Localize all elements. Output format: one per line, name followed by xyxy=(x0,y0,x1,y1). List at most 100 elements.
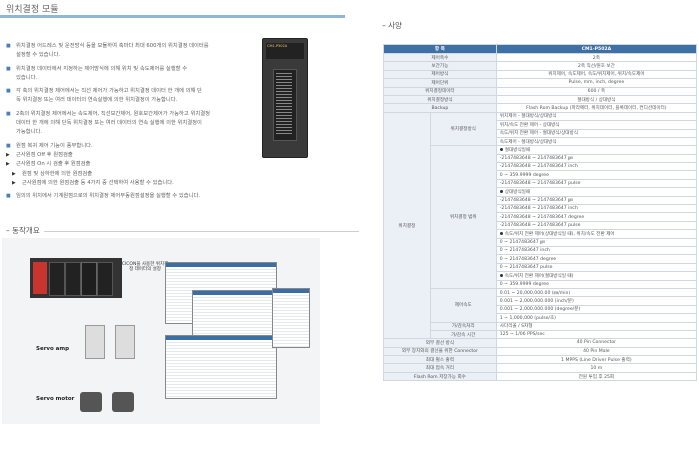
spec-key: 외부 결선 방식 xyxy=(383,338,497,348)
module-pins xyxy=(276,73,292,135)
feature-item: 근사원점에 의한 원점검출 등 4가지 중 선택하여 사용할 수 있습니다. xyxy=(6,179,276,189)
spec-value: 속도/위치 전환 제어 - 절대방식/상대방식 xyxy=(495,128,698,138)
spec-value: 1 MPPS (Line Driver Pulse 출력) xyxy=(495,355,698,365)
spec-key: 제어단위 xyxy=(383,78,497,88)
spec-value: 0 ~ 2147483647 inch xyxy=(495,245,698,256)
spec-value: 위치제어, 속도제어, 속도/위치제어, 위치/속도제어 xyxy=(495,69,698,80)
feature-item: 데이터 한 개에 의해 단독 위치결정 또는 여러 데이터의 연속 실행에 의한… xyxy=(16,120,202,127)
spec-value: 절대방식 / 상대방식 xyxy=(495,94,698,105)
spec-value: 0 ~ 359.9999 degree xyxy=(495,279,698,289)
spec-subkey: 제어속도 xyxy=(429,287,497,323)
spec-value: -2147483648 ~ 2147483647 ㎛ xyxy=(495,153,698,164)
feature-list: 위치결정 어드레스 및 운전방식 등을 모듈하여 축마다 최대 600개의 위치… xyxy=(6,42,276,202)
spec-subheading: 상대방식일때 xyxy=(495,187,698,197)
spec-subheading: 속도/위치 전환 제어(절대방식일 때) xyxy=(495,271,698,281)
spec-value: 40 Pin Male xyxy=(495,346,698,357)
servo-motor-label: Servo motor xyxy=(36,396,75,402)
spec-subkey: 위치결정방식 xyxy=(429,111,497,147)
module-label: CM1-P502A xyxy=(266,43,304,59)
software-window-3 xyxy=(165,335,277,399)
spec-key: 보간기능 xyxy=(383,61,497,71)
spec-value: 10 m xyxy=(495,363,698,373)
spec-subkey: 가/감속 시간 xyxy=(429,329,497,340)
feature-item: 2축의 위치결정 제어에서는 속도제어, 직선보간제어, 원호보간제어가 가능하… xyxy=(6,110,276,120)
page-title: 위치결정 모듈 xyxy=(6,5,59,15)
spec-value: -2147483648 ~ 2147483647 ㎛ xyxy=(495,195,698,206)
spec-key: 제어방식 xyxy=(383,69,497,80)
spec-value: -2147483648 ~ 2147483647 degree xyxy=(495,212,698,222)
spec-subheading: 속도/위치 전환 제어(상대방식일 때), 위치/속도 전환 제어 xyxy=(495,229,698,239)
bullet-dot xyxy=(499,189,503,193)
bullet-dot xyxy=(499,273,503,277)
software-panel xyxy=(272,288,310,348)
spec-value: 0.001 ~ 2,000,000.000 (inch/분) xyxy=(495,296,698,306)
spec-value: 속도제어 - 절대방식/상대방식 xyxy=(495,136,698,147)
feature-item: 위치결정 데이터에서 지정하는 제어방식에 의해 위치 및 속도제어를 실행할 … xyxy=(6,65,276,75)
feature-item: 위치결정 어드레스 및 운전방식 등을 모듈하여 축마다 최대 600개의 위치… xyxy=(6,42,276,52)
spec-value: 0 ~ 359.9999 degree xyxy=(495,170,698,180)
spec-value: 0.01 ~ 20,000,000.00 (㎜/min) xyxy=(495,287,698,298)
spec-key: 외부 장치와의 결선을 위한 Connector xyxy=(383,346,497,357)
spec-value: 전원 투입 후 25회 xyxy=(495,371,698,382)
spec-value: -2147483648 ~ 2147483647 pulse xyxy=(495,220,698,231)
feature-item: 근사원점 On 시 검출 후 원점검출 xyxy=(6,160,276,170)
overview-heading: – 동작개요 xyxy=(6,225,359,236)
spec-value: 40 Pin Connector xyxy=(495,338,698,348)
spec-key: Flash Rom 저장가능 회수 xyxy=(383,371,497,382)
spec-value: 0 ~ 2147483647 pulse xyxy=(495,262,698,273)
spec-key: 최대 접속 거리 xyxy=(383,363,497,373)
servo-motor-1 xyxy=(80,392,102,412)
power-module xyxy=(33,262,47,294)
module-image: CM1-P502A xyxy=(262,38,308,158)
plc-rack xyxy=(30,258,122,298)
spec-value: -2147483648 ~ 2147483647 inch xyxy=(495,204,698,214)
spec-subkey: 위치결정 범위 xyxy=(429,145,497,289)
spec-value: 600 / 축 xyxy=(495,86,698,96)
spec-value: 사다리꼴 / S자형 xyxy=(495,321,698,331)
spec-value: 2축 직선/원호 보간 xyxy=(495,61,698,71)
overview-callout: CICON을 사용한 위치결정 데이터의 설정 xyxy=(121,262,169,272)
spec-value: 0 ~ 2147483647 degree xyxy=(495,254,698,264)
servo-motor-2 xyxy=(112,392,134,412)
feature-item: 독 위치결정 또는 여러 데이터의 연속실행에 의한 위치결정이 가능합니다. xyxy=(16,97,178,104)
spec-group-label: 위치결정 xyxy=(383,111,431,340)
bullet-dot xyxy=(499,147,503,151)
spec-subheading: 절대방식일때 xyxy=(495,145,698,155)
feature-item: 임의의 위치에서 기계원점으로의 위치결정 제어부동원점설정을 실행할 수 있습… xyxy=(6,192,276,202)
spec-key: 위치결정방식 xyxy=(383,94,497,105)
positioning-module xyxy=(81,262,97,296)
spec-heading: – 사양 xyxy=(382,21,402,30)
io-module xyxy=(65,262,81,296)
spec-value: 2축 xyxy=(495,52,698,63)
spec-value: 0 ~ 2147483647 ㎛ xyxy=(495,237,698,248)
spec-header-model: CM1-P502A xyxy=(495,44,698,54)
feature-item: 원점 및 상하한에 의한 원점검출 xyxy=(6,170,276,180)
spec-value: -2147483648 ~ 2147483647 inch xyxy=(495,162,698,172)
spec-value: Pulse, mm, inch, degree xyxy=(495,78,698,88)
feature-item: 각 축의 위치결정 제어에서는 직선 제어가 가능하고 위치결정 데이터 한 개… xyxy=(6,87,276,97)
cpu-module xyxy=(49,262,65,296)
feature-item: 가능합니다. xyxy=(16,129,43,136)
spec-key: Backup xyxy=(383,103,497,113)
title-underline xyxy=(0,15,345,18)
feature-item: 있습니다. xyxy=(16,74,38,81)
spec-key: 최대 펄스 출력 xyxy=(383,355,497,365)
spec-value: 위치제어 - 절대방식/상대방식 xyxy=(495,111,698,122)
spec-value: 위치/속도 전환 제어 - 상대방식 xyxy=(495,120,698,130)
